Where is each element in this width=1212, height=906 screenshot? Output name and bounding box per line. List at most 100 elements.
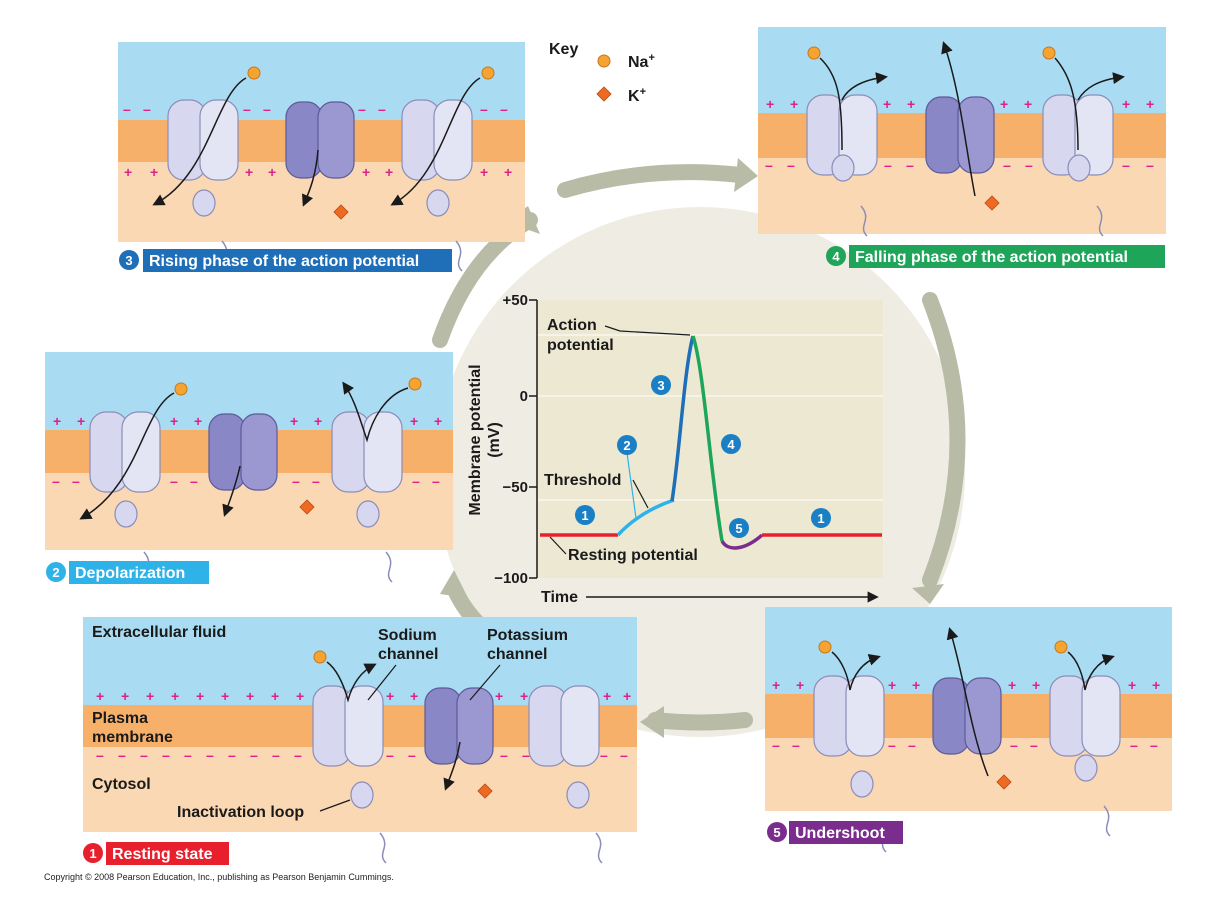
- charge-plus: +: [296, 688, 304, 704]
- tick-label: +50: [503, 292, 528, 309]
- charge-minus: –: [1150, 737, 1158, 753]
- charge-minus: –: [52, 473, 60, 489]
- stage-1-label: 1 Resting state: [83, 842, 229, 865]
- charge-plus: +: [268, 164, 276, 180]
- charge-minus: –: [522, 747, 530, 763]
- charge-minus: –: [312, 473, 320, 489]
- charge-plus: +: [146, 688, 154, 704]
- cytosol-label: Cytosol: [92, 776, 151, 793]
- tick-label: −50: [503, 479, 528, 496]
- charge-plus: +: [170, 413, 178, 429]
- na-ion-icon: [313, 650, 327, 664]
- tick-label: −100: [494, 570, 528, 587]
- leader-line: [469, 664, 501, 701]
- na-arrow: [1067, 651, 1115, 691]
- k-efflux-arrow: [941, 41, 976, 197]
- charge-plus: +: [888, 677, 896, 693]
- na-blocked-arrow: [1054, 57, 1122, 151]
- undershoot-segment: [720, 533, 764, 550]
- stage-number: 4: [832, 249, 840, 264]
- graph-marker: 3: [651, 375, 671, 395]
- graph-marker: 1: [811, 508, 831, 528]
- leader-line: [367, 664, 397, 701]
- na-ion-icon: [481, 66, 495, 80]
- stage-title: Undershoot: [795, 825, 885, 842]
- charge-minus: –: [906, 157, 914, 173]
- stage-2-label: 2 Depolarization: [46, 561, 209, 584]
- leader-line: [319, 799, 351, 812]
- potassium-channel: [208, 413, 278, 491]
- charge-plus: +: [520, 688, 528, 704]
- charge-plus: +: [603, 688, 611, 704]
- k-arrow: [222, 465, 241, 517]
- marker-text: 2: [623, 438, 630, 453]
- charge-plus: +: [410, 413, 418, 429]
- action-potential-label: potential: [547, 337, 614, 354]
- copyright-text: Copyright © 2008 Pearson Education, Inc.…: [44, 872, 394, 882]
- charge-plus: +: [96, 688, 104, 704]
- charge-plus: +: [1024, 96, 1032, 112]
- potassium-channel: [424, 687, 494, 765]
- y-axis-unit: (mV): [486, 422, 503, 458]
- charge-plus: +: [1146, 96, 1154, 112]
- charge-plus: +: [77, 413, 85, 429]
- charge-minus: –: [184, 747, 192, 763]
- plasma-label: Plasma: [92, 710, 148, 727]
- na-influx-arrow: [390, 77, 481, 206]
- charge-plus: +: [194, 413, 202, 429]
- charge-plus: +: [171, 688, 179, 704]
- charge-plus: +: [623, 688, 631, 704]
- charge-plus: +: [1152, 677, 1160, 693]
- charge-minus: –: [358, 101, 366, 117]
- charge-minus: –: [250, 747, 258, 763]
- charge-plus: +: [1128, 677, 1136, 693]
- sodium-channel-label: Sodium: [378, 627, 437, 644]
- potassium-channel-label: channel: [487, 646, 547, 663]
- stage-number: 2: [52, 565, 59, 580]
- charge-plus: +: [790, 96, 798, 112]
- potassium-channel: [285, 101, 355, 179]
- charge-minus: –: [1003, 157, 1011, 173]
- charge-plus: +: [386, 688, 394, 704]
- potassium-channel-label: Potassium: [487, 627, 568, 644]
- charge-plus: +: [1008, 677, 1016, 693]
- charge-plus: +: [1000, 96, 1008, 112]
- charge-plus: +: [480, 164, 488, 180]
- na-ion-icon: [408, 377, 422, 391]
- key-na-label: Na+: [628, 52, 655, 71]
- charge-minus: –: [792, 737, 800, 753]
- key-k-label: K+: [628, 86, 646, 105]
- charge-plus: +: [883, 96, 891, 112]
- charge-minus: –: [294, 747, 302, 763]
- charge-plus: +: [434, 413, 442, 429]
- charge-minus: –: [1130, 737, 1138, 753]
- charge-minus: –: [908, 737, 916, 753]
- charge-plus: +: [410, 688, 418, 704]
- charge-minus: –: [243, 101, 251, 117]
- na-ion-icon: [597, 54, 611, 68]
- charge-minus: –: [1010, 737, 1018, 753]
- charge-plus: +: [907, 96, 915, 112]
- stage-3-label: 3 Rising phase of the action potential: [119, 249, 452, 272]
- charge-plus: +: [246, 688, 254, 704]
- na-arrow: [831, 651, 881, 691]
- charge-minus: –: [386, 747, 394, 763]
- key-legend: Key Na+ K+: [549, 41, 655, 105]
- charge-minus: –: [787, 157, 795, 173]
- na-ion-icon: [247, 66, 261, 80]
- charge-minus: –: [500, 101, 508, 117]
- extracellular-label: Extracellular fluid: [92, 624, 226, 641]
- y-axis-label: Membrane potential: [467, 364, 484, 515]
- charge-plus: +: [766, 96, 774, 112]
- na-influx-arrow: [152, 77, 247, 206]
- stage-4-label: 4 Falling phase of the action potential: [826, 245, 1165, 268]
- charge-minus: –: [123, 101, 131, 117]
- charge-plus: +: [385, 164, 393, 180]
- stage-title: Depolarization: [75, 565, 185, 582]
- charge-minus: –: [292, 473, 300, 489]
- charge-minus: –: [162, 747, 170, 763]
- panel-falling: + + + + + + + + – – – – – – – –: [758, 27, 1166, 237]
- stage-title: Falling phase of the action potential: [855, 249, 1128, 266]
- charge-plus: +: [150, 164, 158, 180]
